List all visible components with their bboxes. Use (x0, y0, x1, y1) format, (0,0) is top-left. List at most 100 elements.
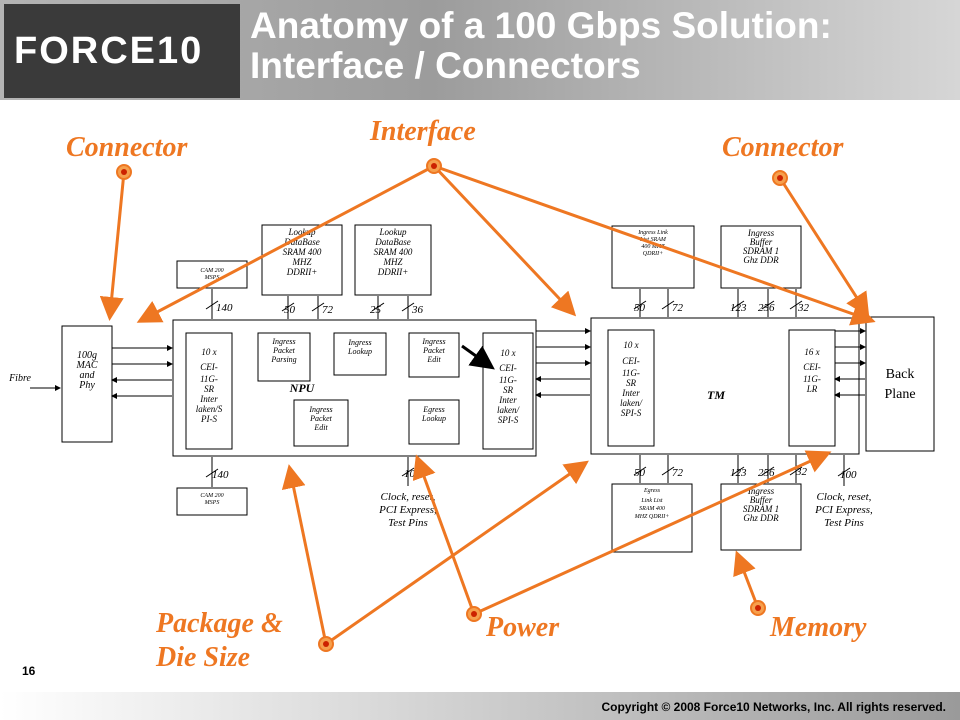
svg-text:DataBase: DataBase (283, 237, 320, 247)
svg-text:100g: 100g (77, 350, 97, 361)
ingress-edit-top-label: Ingress Packet Edit (421, 337, 445, 364)
svg-text:List SRAM: List SRAM (639, 237, 667, 243)
svg-text:140: 140 (212, 469, 229, 481)
svg-text:Ghz DDR: Ghz DDR (743, 255, 779, 265)
title-line-2: Interface / Connectors (250, 45, 641, 86)
bus-width-labels: 140 50 72 25 36 50 72 123 256 32 140 100… (212, 302, 857, 481)
svg-text:Test Pins: Test Pins (824, 517, 864, 529)
svg-text:SPI-S: SPI-S (498, 415, 519, 425)
die-size-label: Die Size (155, 642, 250, 673)
mac-phy-label: 100g MAC and Phy (75, 350, 97, 391)
svg-text:36: 36 (411, 304, 424, 316)
svg-text:PCI Express,: PCI Express, (814, 504, 873, 516)
power-arrow-npu (412, 454, 476, 616)
svg-text:50: 50 (634, 302, 646, 314)
svg-text:Ingress: Ingress (421, 337, 445, 346)
clock-tm-label: Clock, reset, PCI Express, Test Pins (814, 491, 873, 529)
ingress-lookup-label: Ingress Lookup (347, 338, 372, 356)
lookup-db1-label: Lookup DataBase SRAM 400 MHZ DDRII+ (283, 227, 322, 277)
svg-text:32: 32 (797, 302, 810, 314)
svg-text:MSPS: MSPS (204, 500, 220, 506)
svg-text:123: 123 (730, 467, 747, 479)
power-arrow-tm (472, 450, 832, 616)
svg-text:SRAM 400: SRAM 400 (374, 247, 413, 257)
memory-label: Memory (769, 612, 867, 643)
svg-text:100: 100 (840, 469, 857, 481)
svg-text:Ingress: Ingress (747, 228, 775, 238)
svg-text:LR: LR (806, 384, 818, 394)
page-number: 16 (22, 664, 36, 678)
svg-text:11G-: 11G- (803, 374, 821, 384)
svg-text:SR: SR (503, 385, 514, 395)
ingress-link-list-label: Ingress Link List SRAM 400 MHZ QDRII+ (637, 230, 668, 257)
svg-text:Egress: Egress (643, 488, 661, 494)
svg-text:Lookup: Lookup (379, 227, 408, 237)
svg-text:Link List: Link List (640, 498, 663, 504)
svg-text:MHZ: MHZ (291, 257, 312, 267)
mac-phy-block (61, 325, 113, 443)
svg-text:Clock, reset,: Clock, reset, (817, 491, 872, 503)
svg-text:PCI Express,: PCI Express, (378, 504, 437, 516)
svg-text:Ingress: Ingress (271, 337, 295, 346)
svg-text:SRAM 400: SRAM 400 (283, 247, 322, 257)
cam-bottom-block (176, 487, 248, 516)
svg-text:SR: SR (204, 384, 215, 394)
ingress-link-list-block (611, 225, 695, 289)
svg-text:Parsing: Parsing (270, 355, 296, 364)
power-label: Power (485, 612, 560, 643)
svg-text:MHZ: MHZ (382, 257, 403, 267)
interface-arrow-left (136, 164, 436, 323)
interface-arrow-center (432, 164, 577, 317)
svg-text:50: 50 (284, 304, 296, 316)
callout-dots (116, 158, 788, 652)
svg-text:CAM 200: CAM 200 (200, 268, 223, 274)
svg-text:SDRAM 1: SDRAM 1 (743, 246, 779, 256)
ingress-parsing-block (257, 332, 311, 382)
ingress-buffer-top-label: Ingress Buffer SDRAM 1 Ghz DDR (743, 228, 779, 265)
svg-text:SDRAM 1: SDRAM 1 (743, 504, 779, 514)
svg-text:50: 50 (634, 467, 646, 479)
svg-text:11G-: 11G- (200, 374, 218, 384)
svg-text:Ghz DDR: Ghz DDR (743, 513, 779, 523)
svg-text:Test Pins: Test Pins (388, 517, 428, 529)
svg-text:Packet: Packet (422, 346, 446, 355)
svg-text:DDRII+: DDRII+ (377, 267, 409, 277)
connector-left-label: Connector (66, 132, 188, 163)
backplane-block (865, 316, 935, 452)
svg-text:CEI-: CEI- (622, 356, 640, 366)
header-bar: FORCE10 Anatomy of a 100 Gbps Solution: … (0, 0, 960, 100)
svg-text:Ingress: Ingress (308, 405, 332, 414)
svg-text:Phy: Phy (78, 380, 95, 391)
svg-text:Buffer: Buffer (750, 237, 773, 247)
svg-text:SRAM 400: SRAM 400 (639, 505, 665, 512)
interface-arrow-right (432, 164, 876, 326)
tm-cei-right-label: 16 x CEI- 11G- LR (803, 347, 821, 394)
svg-text:140: 140 (216, 302, 233, 314)
svg-text:123: 123 (730, 302, 747, 314)
svg-text:Inter: Inter (498, 395, 517, 405)
svg-text:Back: Back (886, 367, 915, 382)
svg-text:SR: SR (626, 378, 637, 388)
svg-text:Inter: Inter (621, 388, 640, 398)
svg-text:11G-: 11G- (499, 375, 517, 385)
svg-text:Egress: Egress (422, 405, 444, 414)
fibre-label: Fibre (8, 373, 31, 384)
package-label: Package & (155, 608, 283, 639)
svg-text:256: 256 (758, 467, 775, 479)
svg-text:100: 100 (404, 468, 421, 480)
svg-text:MHZ QDRII+: MHZ QDRII+ (634, 514, 670, 520)
svg-text:16 x: 16 x (804, 347, 819, 357)
npu-cei-left-label: 10 x CEI- 11G- SR Inter laken/S PI-S (196, 347, 223, 424)
svg-text:Lookup: Lookup (288, 227, 317, 237)
egress-lookup-label: Egress Lookup (421, 405, 446, 423)
svg-text:256: 256 (758, 302, 775, 314)
package-arrow-npu (281, 464, 328, 646)
package-arrow-tm (324, 460, 589, 646)
slide-title: Anatomy of a 100 Gbps Solution: Interfac… (250, 6, 950, 86)
clock-npu-label: Clock, reset, PCI Express, Test Pins (378, 491, 437, 529)
svg-text:72: 72 (672, 467, 684, 479)
svg-text:DataBase: DataBase (374, 237, 411, 247)
logo-text: FORCE10 (14, 30, 204, 72)
ingress-edit-top-block (408, 332, 460, 378)
